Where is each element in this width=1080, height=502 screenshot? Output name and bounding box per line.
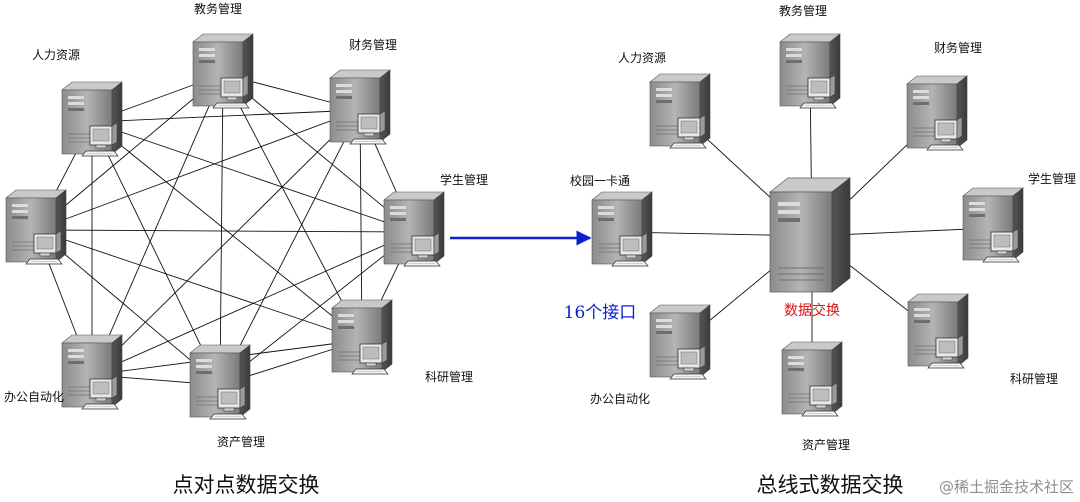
server-icon (5, 189, 67, 265)
connection-line (35, 229, 363, 341)
hub-server-icon (769, 177, 851, 293)
server-icon (649, 73, 711, 149)
connection-line (91, 121, 415, 233)
left-server-group (5, 33, 445, 420)
left-node-label: 教务管理 (194, 1, 242, 16)
hub-label: 数据交换 (784, 302, 840, 319)
right-node-label: 资产管理 (802, 437, 850, 452)
server-icon (329, 69, 391, 145)
server-icon (962, 187, 1024, 263)
server-icon (192, 33, 254, 109)
right-node-label: 财务管理 (934, 40, 982, 55)
connection-line (35, 229, 415, 233)
connection-line (219, 231, 415, 386)
connection-line (91, 109, 361, 123)
connection-line (91, 121, 221, 386)
right-node-label: 教务管理 (779, 3, 827, 18)
right-node-label: 校园一卡通 (570, 173, 630, 188)
left-node-label: 办公自动化 (4, 389, 64, 404)
watermark: @稀土掘金技术社区 (939, 478, 1074, 496)
server-icon (383, 191, 445, 267)
interface-count-note: 16个接口 (564, 303, 637, 323)
left-node-label: 人力资源 (32, 48, 80, 62)
right-node-label: 办公自动化 (590, 391, 650, 406)
server-icon (61, 81, 123, 157)
left-node-label: 学生管理 (440, 172, 488, 187)
server-icon (781, 341, 843, 417)
right-node-label: 科研管理 (1010, 371, 1058, 386)
left-node-label: 财务管理 (349, 37, 397, 52)
server-icon (779, 33, 841, 109)
connection-line (222, 73, 415, 233)
server-icon (61, 334, 123, 410)
server-icon (189, 344, 251, 420)
server-icon (906, 75, 968, 151)
connection-line (219, 73, 224, 386)
right-node-labels: 教务管理 财务管理 学生管理 科研管理 资产管理 办公自动化 校园一卡通 人力资… (570, 3, 1076, 452)
left-node-label: 资产管理 (217, 434, 265, 449)
server-icon (649, 304, 711, 380)
left-node-label: 科研管理 (425, 369, 473, 384)
connection-line (222, 73, 363, 341)
server-icon (331, 299, 393, 375)
connection-line (35, 109, 361, 231)
connection-line (219, 109, 361, 386)
connection-line (91, 73, 224, 376)
left-caption: 点对点数据交换 (173, 473, 320, 497)
right-node-label: 人力资源 (618, 51, 666, 65)
connection-line (35, 229, 221, 386)
left-node-labels: 教务管理 财务管理 学生管理 科研管理 资产管理 办公自动化 人力资源 (4, 1, 488, 449)
right-node-label: 学生管理 (1028, 171, 1076, 186)
server-icon (907, 293, 969, 369)
right-caption: 总线式数据交换 (757, 473, 904, 497)
connection-line (91, 121, 363, 341)
server-icon (591, 191, 653, 267)
connection-line (91, 109, 361, 376)
